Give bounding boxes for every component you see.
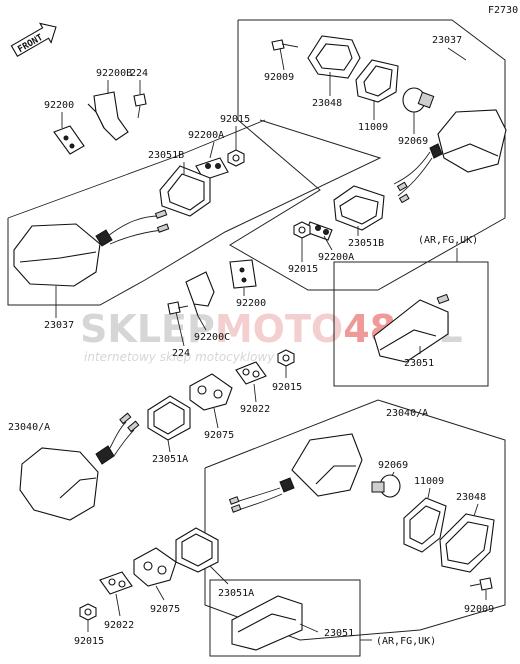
part-92015-right-nut [277,349,295,367]
watermark-tagline: internetowy sklep motocyklowy [84,350,275,364]
label-92022-bottom: 92022 [104,620,134,631]
part-23051-top-housing [373,293,450,363]
label-92009-bottom: 92009 [464,604,494,615]
part-number-labels: 23037 92009 23048 11009 92069 23051B 920… [8,35,494,647]
leader-lines [55,47,487,633]
rear-signal-lens-23040A-right [228,433,363,513]
part-92015-top-nut [293,221,311,239]
label-23051B-top: 23051B [348,238,384,249]
label-92200-mid: 92200 [236,298,266,309]
label-23040A-left: 23040/A [8,422,50,433]
label-92022-mid: 92022 [240,404,270,415]
label-92015-top: 92015 [288,264,318,275]
part-92200A-top [305,221,333,241]
part-92200C-bracket [185,271,215,317]
part-23051B-left [159,165,211,217]
label-92200A-top: 92200A [318,252,354,263]
part-92075-mid-grommet [189,373,233,411]
part-23048-bottom-lens [439,513,495,573]
label-23037-left: 23037 [44,320,74,331]
part-92200-top-plate [53,125,85,155]
label-region-bottom: (AR,FG,UK) [376,636,436,647]
label-224-top: 224 [130,68,148,79]
part-92022-mid-washer [235,361,267,385]
label-23051-top: 23051 [404,358,434,369]
part-224-mid-screw [167,301,189,315]
label-11009-top: 11009 [358,122,388,133]
part-224-top-screw [133,93,147,119]
label-23051A-bottom: 23051A [218,588,254,599]
front-signal-lens-23040A-left [19,412,140,521]
label-11009-bottom: 11009 [414,476,444,487]
label-23048-top: 23048 [312,98,342,109]
label-92200B: 92200B [96,68,132,79]
label-92200C: 92200C [194,332,230,343]
part-92015-mid-nut [227,149,245,167]
part-92075-bottom-grommet [133,547,177,587]
label-92009-top: 92009 [264,72,294,83]
label-92075-mid: 92075 [204,430,234,441]
part-92069-top-bulb [402,87,435,113]
part-92022-bottom-washer [99,571,133,595]
part-92009-top-screw [271,39,299,51]
part-92200-mid-plate [229,259,257,289]
label-92015-right: 92015 [272,382,302,393]
label-23051A-mid: 23051A [152,454,188,465]
part-92200B-bracket [87,91,129,141]
part-11009-bottom-gasket [403,497,447,553]
part-23051B-top [333,185,385,231]
rear-signal-lens-top [393,109,507,204]
part-23048-top [307,35,361,79]
label-92069-top: 92069 [398,136,428,147]
front-signal-lens-left [13,209,170,287]
label-92069-bottom: 92069 [378,460,408,471]
part-92069-bottom-bulb [371,474,401,498]
label-region-top: (AR,FG,UK) [418,235,478,246]
label-23048-bottom: 23048 [456,492,486,503]
label-23051-bottom: 23051 [324,628,354,639]
label-92075-bottom: 92075 [150,604,180,615]
part-92015-bottom-nut [79,603,97,621]
part-23051A-mid [147,395,191,441]
part-11009-top-gasket [355,59,399,103]
label-92200A-mid: 92200A [188,130,224,141]
front-arrow: FRONT [10,22,57,57]
part-23051A-bottom [175,527,219,573]
part-92009-bottom-screw [469,577,493,591]
label-23040A-right: 23040/A [386,408,428,419]
label-224-mid: 224 [172,348,190,359]
label-23037-top: 23037 [432,35,462,46]
figure-code: F2730 [488,5,518,16]
label-23051B-left: 23051B [148,150,184,161]
group-outlines [7,19,506,657]
label-92015-mid: 92015 [220,114,250,125]
part-23051-bottom-housing [231,595,303,651]
label-92015-bottom: 92015 [74,636,104,647]
label-92200-top: 92200 [44,100,74,111]
